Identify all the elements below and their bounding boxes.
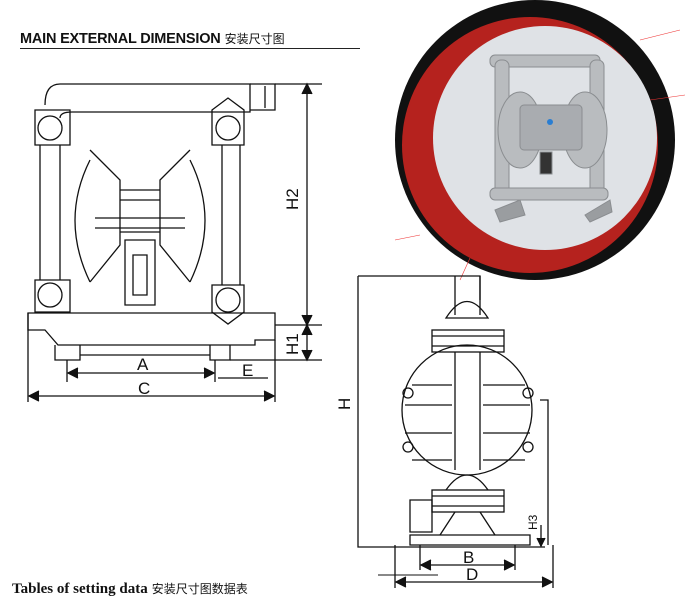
label-e: E xyxy=(242,361,253,380)
label-h3: H3 xyxy=(526,514,540,530)
label-h: H xyxy=(335,398,354,410)
label-h1: H1 xyxy=(283,333,302,355)
heading-english: MAIN EXTERNAL DIMENSION xyxy=(20,31,221,47)
label-h2: H2 xyxy=(283,188,302,210)
label-c: C xyxy=(138,379,150,398)
pump-photo xyxy=(394,0,686,281)
label-a: A xyxy=(137,355,149,374)
label-b: B xyxy=(463,548,474,567)
label-d: D xyxy=(466,565,478,584)
table-heading-chinese: 安装尺寸图数据表 xyxy=(151,582,248,596)
side-view-drawing xyxy=(357,275,554,588)
table-heading-english: Tables of setting data xyxy=(12,581,148,597)
front-view-drawing xyxy=(27,82,322,402)
heading-chinese: 安装尺寸图 xyxy=(224,32,285,46)
